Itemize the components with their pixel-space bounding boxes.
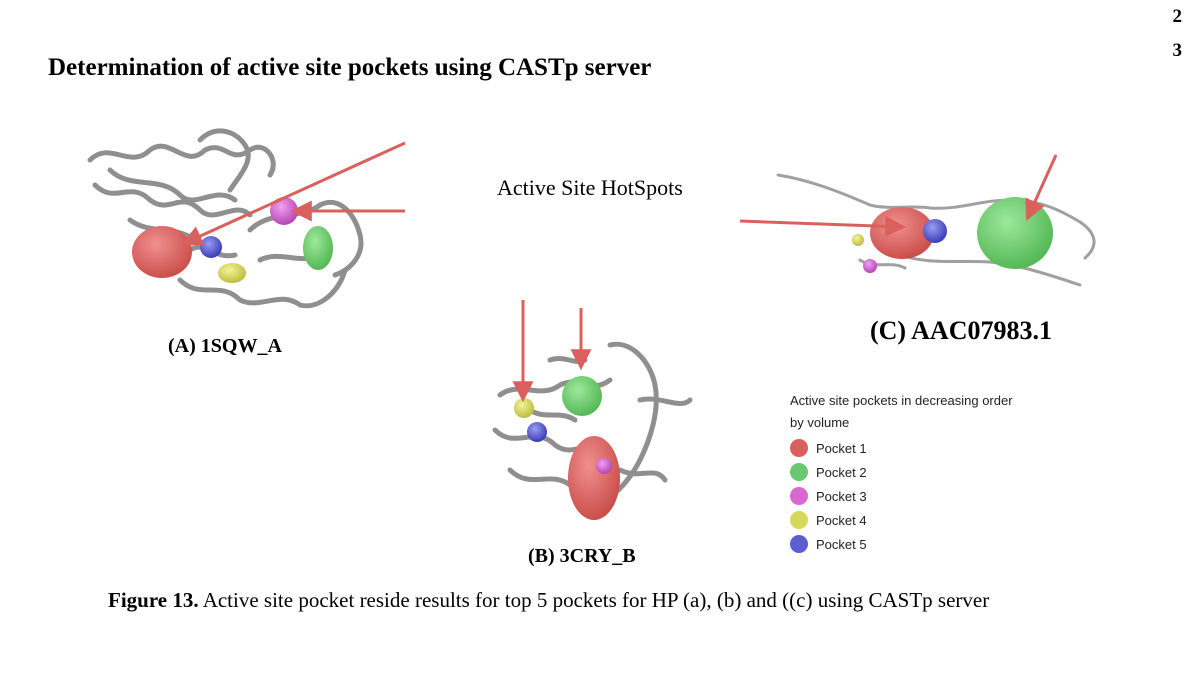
figure-number: Figure 13.: [108, 588, 199, 612]
legend-label: Pocket 1: [816, 440, 867, 456]
arrows-c: [739, 154, 1058, 237]
legend-label: Pocket 3: [816, 488, 867, 504]
legend-item: Pocket 5: [790, 532, 1020, 556]
figure-caption: Figure 13. Active site pocket reside res…: [108, 588, 989, 613]
legend-label: Pocket 4: [816, 512, 867, 528]
panel-label-b: (B) 3CRY_B: [528, 545, 636, 567]
legend-label: Pocket 2: [816, 464, 867, 480]
section-title: Determination of active site pockets usi…: [48, 54, 652, 81]
legend-label: Pocket 5: [816, 536, 867, 552]
legend-swatch: [790, 463, 808, 481]
arrows-b: [512, 300, 592, 403]
legend-swatch: [790, 535, 808, 553]
protein-structure-c: [776, 173, 1096, 287]
legend-item: Pocket 2: [790, 460, 1020, 484]
caption-text: Active site pocket reside results for to…: [198, 588, 990, 612]
legend-title: Active site pockets in decreasing order …: [790, 393, 1013, 430]
panel-label-c: (C) AAC07983.1: [870, 316, 1052, 345]
legend-swatch: [790, 511, 808, 529]
legend-item: Pocket 1: [790, 436, 1020, 460]
legend-item: Pocket 4: [790, 508, 1020, 532]
panel-label-a: (A) 1SQW_A: [168, 335, 282, 357]
legend-item: Pocket 3: [790, 484, 1020, 508]
page-number: 2: [1172, 6, 1183, 27]
pocket-legend: Active site pockets in decreasing order …: [790, 390, 1020, 556]
hotspots-annotation: Active Site HotSpots: [497, 175, 683, 200]
arrows-a: [181, 141, 406, 246]
legend-swatch: [790, 439, 808, 457]
page-number-secondary: 3: [1172, 40, 1183, 61]
pocket-spheres-b: [514, 376, 620, 520]
legend-swatch: [790, 487, 808, 505]
